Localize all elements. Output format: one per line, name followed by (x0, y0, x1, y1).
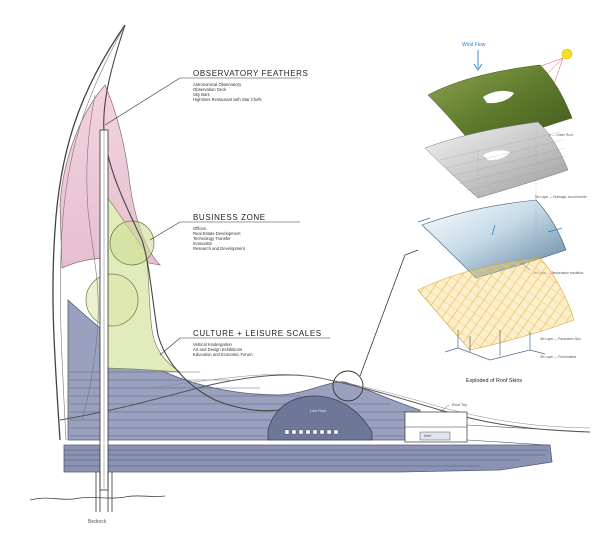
culture-title: CULTURE + LEISURE SCALES (193, 329, 322, 338)
layer-label: 2th Layer — Performative (540, 355, 577, 359)
bedrock-line (29, 495, 166, 501)
culture-item: Vertical Kindergarten (193, 342, 233, 347)
green-pod-upper (109, 220, 155, 266)
layer-connector-lines (477, 132, 537, 300)
vertical-core (95, 129, 113, 512)
tower-outer-shell-2 (60, 24, 126, 441)
parametric-skin-overlay (418, 258, 574, 350)
drainage-layer (424, 121, 569, 199)
low-flow-label: Low Flow (310, 409, 326, 413)
base-platform (63, 444, 553, 473)
base-floor-lines (64, 449, 548, 467)
observatory-item: Astronomical Observatory (193, 82, 242, 87)
observatory-item: Observation Deck (193, 87, 227, 92)
business-label-group: BUSINESS ZONE Offices Real Estate Develo… (149, 213, 300, 251)
business-item: Research and Development (193, 246, 246, 251)
culture-label-group: CULTURE + LEISURE SCALES Vertical Kinder… (159, 329, 330, 357)
exploded-caption: Exploded of Roof Skins (466, 378, 522, 384)
inlet-label: Inlet (424, 434, 432, 438)
culture-leader (159, 337, 181, 356)
observatory-item: Highrises Restaurant with Star Chefs (193, 97, 262, 102)
layer-label: 5th Layer — Drainage, sound barrier (535, 195, 588, 199)
parametric-skin-layer (417, 257, 575, 351)
tower-front-curve (103, 24, 281, 412)
observatory-item: Sky Bars (193, 92, 210, 97)
tower-outer-shell (52, 24, 126, 441)
business-item: Offices (193, 226, 206, 231)
auditorium-seats (284, 429, 339, 435)
culture-item: Art and Design Exhibitions (193, 347, 242, 352)
bedrock-label: Bedrock (88, 519, 107, 525)
sun-icon (561, 48, 573, 60)
support-frame-layer (444, 330, 546, 361)
layer-label: 3th Layer — Parametric Skin (540, 337, 581, 341)
wind-flow-icon (473, 50, 483, 71)
culture-item: Education and Economic Forum (193, 352, 253, 357)
detail-callout-line (359, 249, 419, 377)
green-pod-lower (85, 273, 139, 327)
auditorium-mound (267, 395, 373, 441)
green-roof-opening (483, 90, 514, 104)
business-item: Technology Transfer (193, 236, 231, 241)
layer-label: 4th Layer — Temperature insulation (533, 271, 584, 275)
drainage-mesh (439, 131, 568, 192)
layer-label: 6th Layer — Green Roof (538, 133, 573, 137)
roof-top-room: Inlet Roof Top (404, 403, 468, 443)
business-title: BUSINESS ZONE (193, 213, 266, 222)
right-slab-lines (466, 424, 591, 446)
exploded-roof-skins: Wind Flow 6th Layer — Green Roof 5th Lay… (417, 42, 588, 384)
observatory-title: OBSERVATORY FEATHERS (193, 69, 308, 78)
green-roof-curve-inner (149, 374, 591, 429)
roof-top-label: Roof Top (452, 403, 467, 407)
observatory-label-group: OBSERVATORY FEATHERS Astronomical Observ… (104, 69, 308, 126)
business-item: Real Estate Development (193, 231, 241, 236)
wind-flow-label: Wind Flow (462, 42, 486, 48)
drainage-opening (483, 150, 510, 161)
business-item: Innovation (193, 241, 213, 246)
tower-inner-curve (81, 94, 99, 421)
insulation-layer (421, 199, 567, 279)
detail-callout-circle (332, 370, 364, 402)
business-leader (149, 221, 181, 241)
observatory-leader (104, 77, 181, 126)
